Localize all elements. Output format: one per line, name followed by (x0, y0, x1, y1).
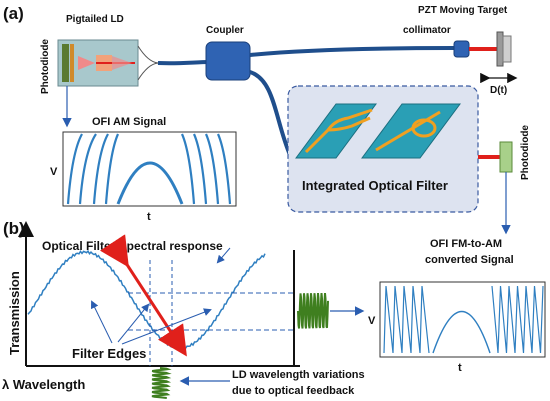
collimator-label: collimator (403, 25, 451, 36)
ld-photodiode-chip (62, 44, 69, 82)
am-fringe (78, 133, 97, 205)
am-fringe (180, 133, 196, 205)
collimator (453, 40, 470, 58)
laser-diode-package (57, 39, 159, 87)
fm-sawtooth-left (383, 285, 430, 354)
y-axis-label: Transmission (7, 271, 22, 355)
coupler-block (205, 41, 251, 81)
am-fringe (92, 133, 109, 205)
am-fringe (66, 133, 83, 205)
am-fringe (104, 133, 120, 205)
edge-pointer-1 (91, 300, 113, 344)
panel-b-label: (b) (3, 219, 25, 238)
ld-front-beam (112, 56, 132, 70)
fiber-coupler-filter (249, 70, 292, 156)
pzt-target-label: PZT Moving Target (418, 5, 508, 16)
am-fringe (216, 133, 232, 205)
fm-dome (432, 310, 491, 354)
photodiode-left-label: Photodiode (40, 39, 51, 94)
filter-edge-arrow (99, 234, 187, 357)
pigtailed-ld-label: Pigtailed LD (66, 14, 124, 25)
ld-back-beam (78, 56, 95, 70)
filter-label: Integrated Optical Filter (302, 178, 448, 193)
fiber-ld-coupler (157, 60, 211, 66)
fm-t-label: t (458, 362, 462, 374)
variation-line-1: LD wavelength variations (232, 369, 365, 381)
coupler-label: Coupler (206, 25, 244, 36)
fm-signal-traces (383, 285, 544, 354)
edge-pointer-2 (117, 303, 150, 343)
mzi-waveguide-b (327, 116, 371, 132)
fm-v-label: V (368, 315, 376, 327)
ring-resonator (411, 118, 437, 138)
distance-label: D(t) (490, 85, 507, 96)
ring-bus-waveguide (375, 110, 441, 152)
fiber-coupler-collimator (249, 46, 455, 57)
variation-line-2: due to optical feedback (232, 385, 355, 397)
am-t-label: t (147, 211, 151, 223)
am-signal-traces (66, 133, 232, 205)
fm-title-line-1: OFI FM-to-AM (430, 238, 502, 250)
pzt-actuator (502, 35, 512, 63)
photodiode-right-label: Photodiode (520, 125, 531, 180)
x-axis-label: λ Wavelength (2, 377, 85, 392)
panel-a-label: (a) (3, 4, 24, 23)
output-modulation-signal (297, 293, 329, 329)
ld-mount (70, 44, 74, 82)
am-signal-title: OFI AM Signal (92, 116, 166, 128)
am-dome (116, 161, 184, 205)
pzt-mirror (496, 31, 504, 67)
edge-pointer-3 (121, 308, 212, 345)
fm-sawtooth-right (491, 285, 544, 354)
fm-title-line-2: converted Signal (425, 254, 514, 266)
ld-lens (137, 45, 159, 81)
photodiode-right (499, 141, 513, 173)
am-fringe (204, 133, 220, 205)
title-pointer (216, 247, 231, 264)
filter-edges-label: Filter Edges (72, 346, 146, 361)
am-v-label: V (50, 166, 58, 178)
am-fringe (192, 133, 208, 205)
spectral-title: Optical Filter Spectral response (42, 239, 223, 253)
wavelength-variation-signal (151, 367, 172, 399)
